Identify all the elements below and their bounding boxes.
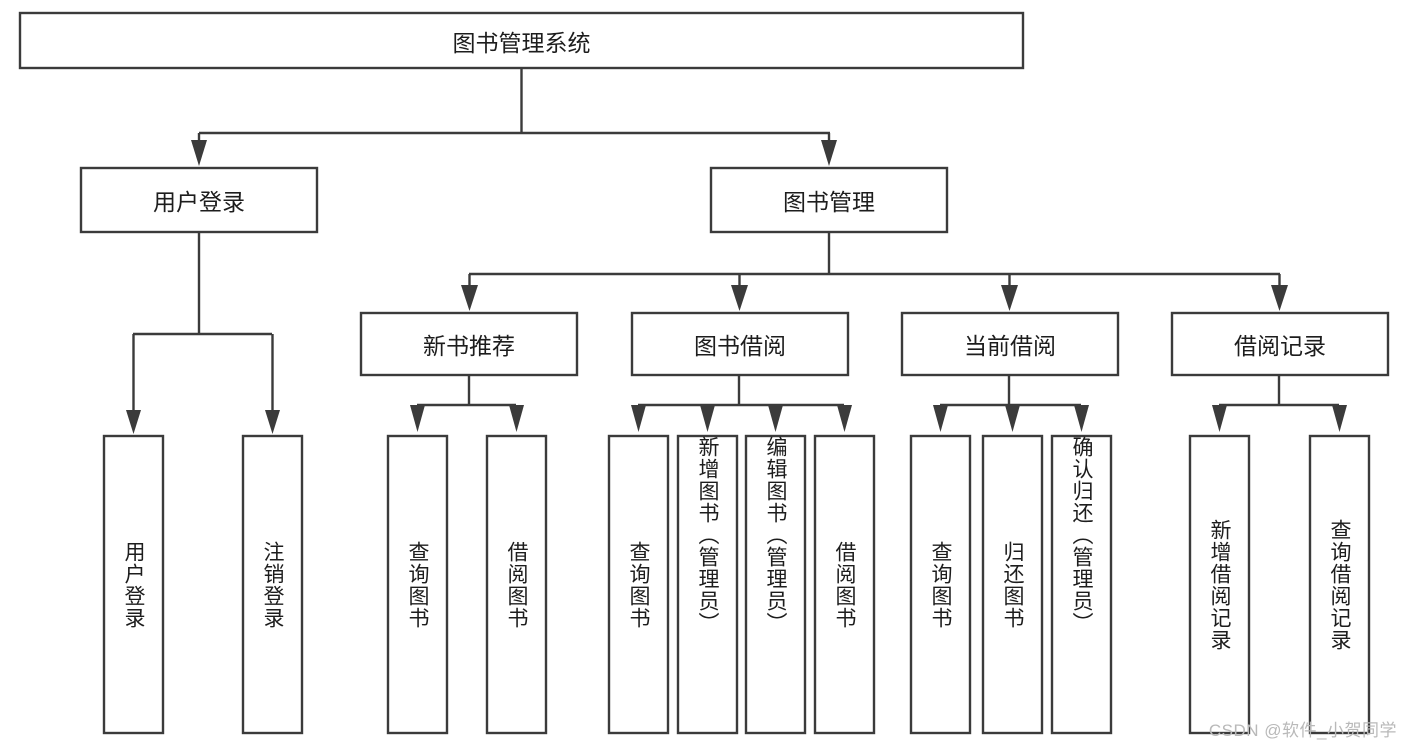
- leaf-box-query-book-newrec[interactable]: [386, 434, 449, 735]
- node-current-borrow[interactable]: [900, 311, 1120, 377]
- node-borrow-record[interactable]: [1170, 311, 1390, 377]
- node-book-borrow[interactable]: [630, 311, 850, 377]
- leaf-box-confirm-return-admin[interactable]: [1050, 434, 1113, 735]
- arrowhead-bookborrow-leaf-3: [768, 405, 783, 432]
- leaf-box-query-book-current[interactable]: [909, 434, 972, 735]
- leaf-box-return-book[interactable]: [981, 434, 1044, 735]
- arrowhead-currentborrow-leaf-1: [933, 405, 948, 432]
- arrowhead-book-mgmt: [821, 140, 837, 166]
- arrowhead-book-borrow: [731, 285, 748, 311]
- leaf-box-add-book-admin[interactable]: [676, 434, 739, 735]
- watermark-text: CSDN @软件_小贺同学: [1208, 721, 1397, 740]
- arrowhead-bookborrow-leaf-1: [631, 405, 646, 432]
- arrowhead-newbook-leaf-2: [509, 405, 524, 432]
- arrowhead-borrow-record: [1271, 285, 1288, 311]
- node-user-login[interactable]: [79, 166, 319, 234]
- leaf-box-user-login[interactable]: [102, 434, 165, 735]
- arrowhead-newbook-leaf-1: [410, 405, 425, 432]
- arrowhead-borrowrecord-leaf-2: [1332, 405, 1347, 432]
- arrowhead-currentborrow-leaf-3: [1074, 405, 1089, 432]
- leaf-box-query-borrow-record[interactable]: [1308, 434, 1371, 735]
- leaf-box-logout[interactable]: [241, 434, 304, 735]
- node-new-book-recommend[interactable]: [359, 311, 579, 377]
- leaf-box-borrow-book[interactable]: [813, 434, 876, 735]
- arrowhead-current-borrow: [1001, 285, 1018, 311]
- leaf-box-edit-book-admin[interactable]: [744, 434, 807, 735]
- arrowhead-bookborrow-leaf-2: [700, 405, 715, 432]
- leaf-box-query-book-borrow[interactable]: [607, 434, 670, 735]
- arrowhead-bookborrow-leaf-4: [837, 405, 852, 432]
- arrowhead-borrowrecord-leaf-1: [1212, 405, 1227, 432]
- arrowhead-leaf-logout: [265, 410, 280, 434]
- node-book-management[interactable]: [709, 166, 949, 234]
- arrowhead-leaf-user-login: [126, 410, 141, 434]
- leaf-box-add-borrow-record[interactable]: [1188, 434, 1251, 735]
- arrowhead-new-book-rec: [461, 285, 478, 311]
- arrowhead-user-login: [191, 140, 207, 166]
- node-root[interactable]: [18, 11, 1025, 70]
- leaf-box-borrow-book-newrec[interactable]: [485, 434, 548, 735]
- arrowhead-currentborrow-leaf-2: [1005, 405, 1020, 432]
